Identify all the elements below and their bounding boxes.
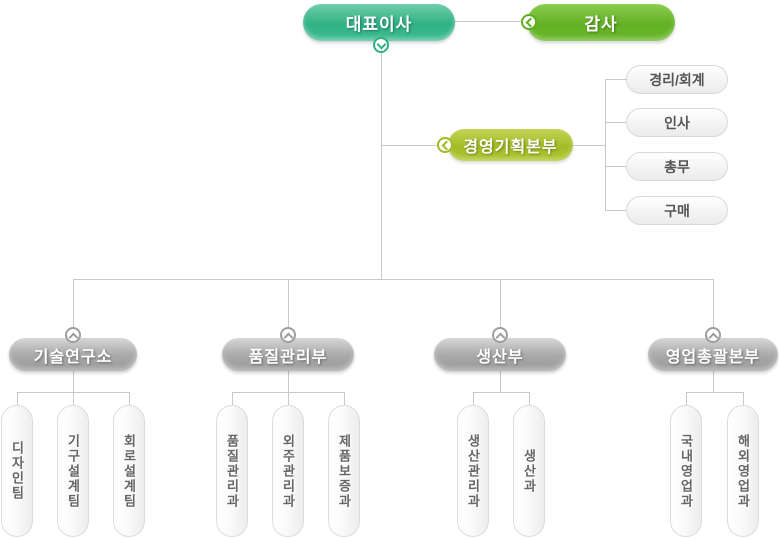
team-label: 디자인팀 [9, 441, 25, 501]
dept-label: 기술연구소 [33, 348, 113, 366]
team-label: 생산과 [521, 448, 537, 494]
connector-line [73, 371, 74, 392]
chevron-up-icon[interactable] [705, 327, 721, 343]
chevron-up-icon[interactable] [65, 327, 81, 343]
chevron-up-icon[interactable] [280, 327, 296, 343]
team-outsourcing: 외주관리과 [272, 405, 304, 537]
team-label: 외주관리과 [280, 433, 296, 509]
node-ceo-label: 대표이사 [345, 15, 413, 34]
connector-line [73, 392, 74, 405]
planning-child-purchasing: 구매 [626, 196, 728, 225]
team-label: 품질관리과 [224, 433, 240, 509]
connector-line [232, 392, 233, 405]
connector-line [288, 371, 289, 392]
planning-child-label: 구매 [664, 202, 690, 219]
connector-line [129, 392, 130, 405]
connector-line [344, 392, 345, 405]
node-audit-label: 감사 [584, 15, 618, 34]
chevron-down-icon[interactable] [373, 37, 389, 53]
connector-line [455, 21, 521, 22]
dept-label: 품질관리부 [248, 348, 328, 366]
connector-line [473, 392, 530, 393]
connector-line [73, 279, 74, 338]
node-planning[interactable]: 경영기획본부 [448, 129, 573, 161]
connector-line [381, 52, 382, 279]
planning-child-hr: 인사 [626, 108, 728, 137]
team-circuit-design: 회로설계팀 [113, 405, 145, 537]
team-quality-control: 품질관리과 [216, 405, 248, 537]
planning-child-accounting: 경리/회계 [626, 65, 728, 94]
team-design: 디자인팀 [1, 405, 33, 537]
connector-line [73, 279, 714, 280]
dept-label: 영업총괄본부 [665, 348, 761, 366]
dept-quality[interactable]: 품질관리부 [222, 338, 354, 371]
planning-child-label: 경리/회계 [649, 71, 705, 88]
node-ceo[interactable]: 대표이사 [303, 4, 455, 41]
connector-line [686, 392, 687, 405]
team-overseas-sales: 해외영업과 [727, 405, 759, 537]
dept-tech-research[interactable]: 기술연구소 [9, 338, 137, 371]
connector-line [500, 371, 501, 392]
connector-line [473, 392, 474, 405]
connector-line [743, 392, 744, 405]
chevron-up-icon[interactable] [492, 327, 508, 343]
node-planning-label: 경영기획본부 [463, 139, 558, 156]
connector-line [713, 279, 714, 338]
connector-line [529, 392, 530, 405]
planning-child-label: 인사 [664, 114, 690, 131]
dept-production[interactable]: 생산부 [434, 338, 566, 371]
team-product-assurance: 제품보증과 [328, 405, 360, 537]
connector-line [713, 371, 714, 392]
team-label: 해외영업과 [735, 433, 751, 509]
node-audit[interactable]: 감사 [527, 4, 675, 41]
chevron-left-icon[interactable] [437, 137, 453, 153]
planning-child-general-affairs: 총무 [626, 152, 728, 181]
connector-line [605, 122, 627, 123]
connector-line [382, 145, 438, 146]
team-label: 생산관리과 [465, 433, 481, 509]
team-label: 제품보증과 [336, 433, 352, 509]
connector-line [686, 392, 744, 393]
connector-line [573, 145, 605, 146]
connector-line [605, 166, 627, 167]
connector-line [288, 279, 289, 338]
dept-sales[interactable]: 영업총괄본부 [648, 338, 778, 371]
connector-line [605, 210, 627, 211]
chevron-left-icon[interactable] [521, 14, 537, 30]
dept-label: 생산부 [476, 348, 524, 366]
connector-line [500, 279, 501, 338]
team-label: 기구설계팀 [65, 433, 81, 509]
team-label: 회로설계팀 [121, 433, 137, 509]
connector-line [605, 79, 627, 80]
connector-line [17, 392, 18, 405]
connector-line [288, 392, 289, 405]
team-domestic-sales: 국내영업과 [670, 405, 702, 537]
team-production-mgmt: 생산관리과 [457, 405, 489, 537]
team-production: 생산과 [513, 405, 545, 537]
planning-child-label: 총무 [664, 158, 690, 175]
connector-line [605, 79, 606, 211]
team-label: 국내영업과 [678, 433, 694, 509]
team-mechanical-design: 기구설계팀 [57, 405, 89, 537]
